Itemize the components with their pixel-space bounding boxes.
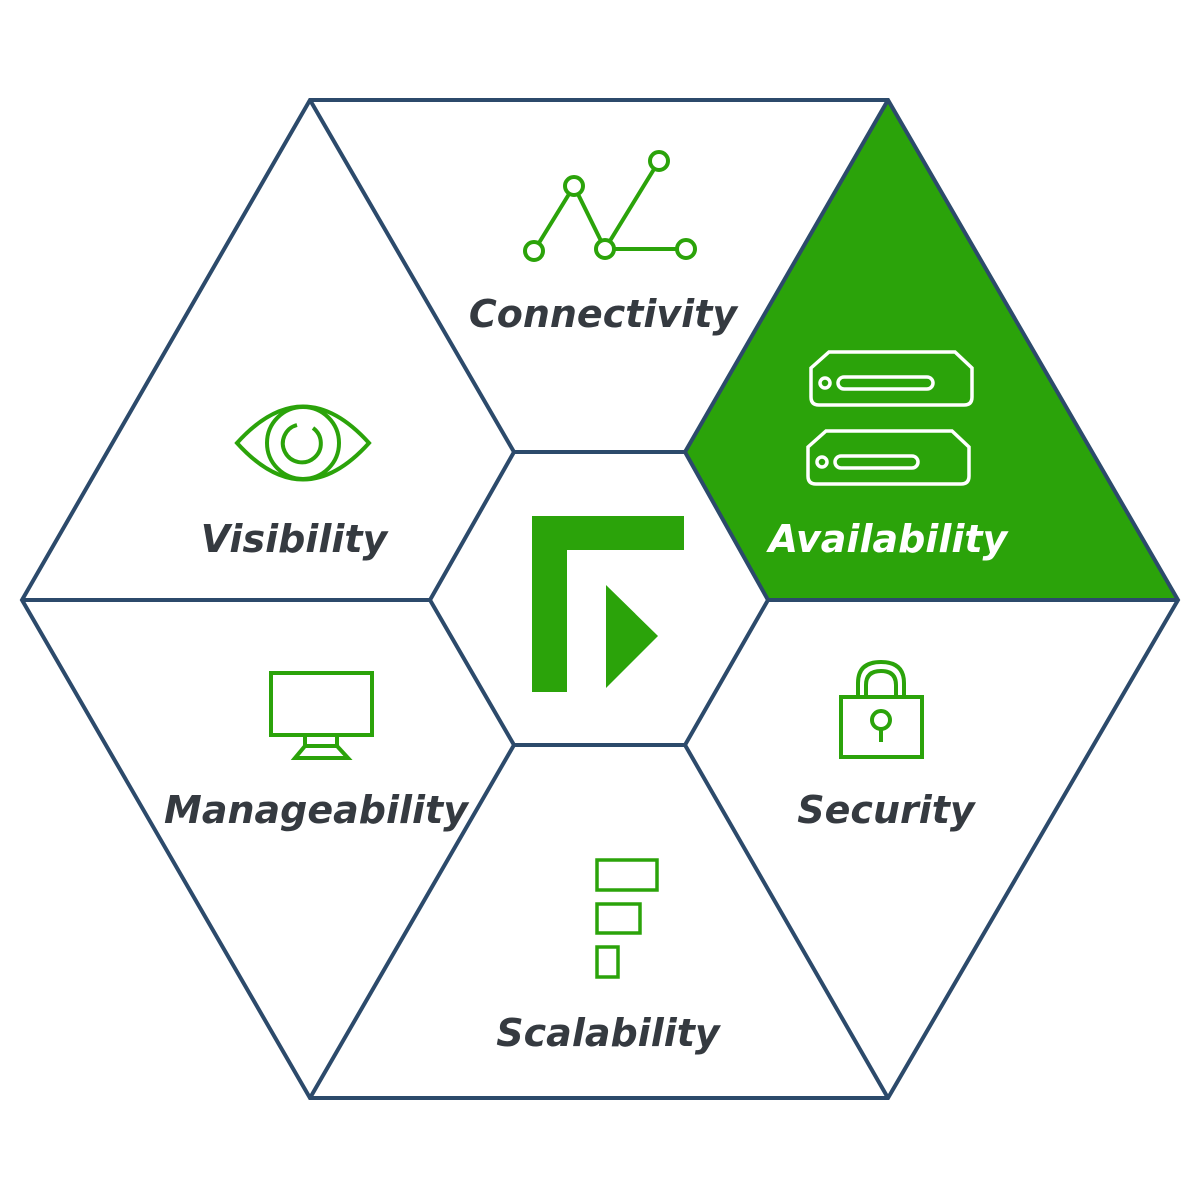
stacked-bars-icon: [595, 858, 659, 979]
manageability-label: Manageability: [164, 788, 470, 832]
eye-icon: [234, 404, 372, 482]
visibility-label: Visibility: [201, 517, 390, 561]
connectivity-label: Connectivity: [469, 292, 740, 336]
padlock-icon: [839, 659, 924, 759]
hexagon-outline: [19, 98, 1181, 1100]
network-nodes-icon: [523, 150, 697, 262]
scalability-label: Scalability: [496, 1011, 722, 1055]
monitor-icon: [269, 671, 374, 760]
fortinet-f-logo-icon: [532, 516, 684, 692]
spoke-top-left: [308, 98, 516, 454]
availability-label: Availability: [766, 517, 1010, 561]
security-label: Security: [797, 788, 977, 832]
spoke-bottom-right: [683, 744, 890, 1099]
server-stack-icon: [806, 350, 974, 486]
spoke-top-right: [683, 99, 890, 453]
spoke-bottom-left: [308, 743, 516, 1100]
